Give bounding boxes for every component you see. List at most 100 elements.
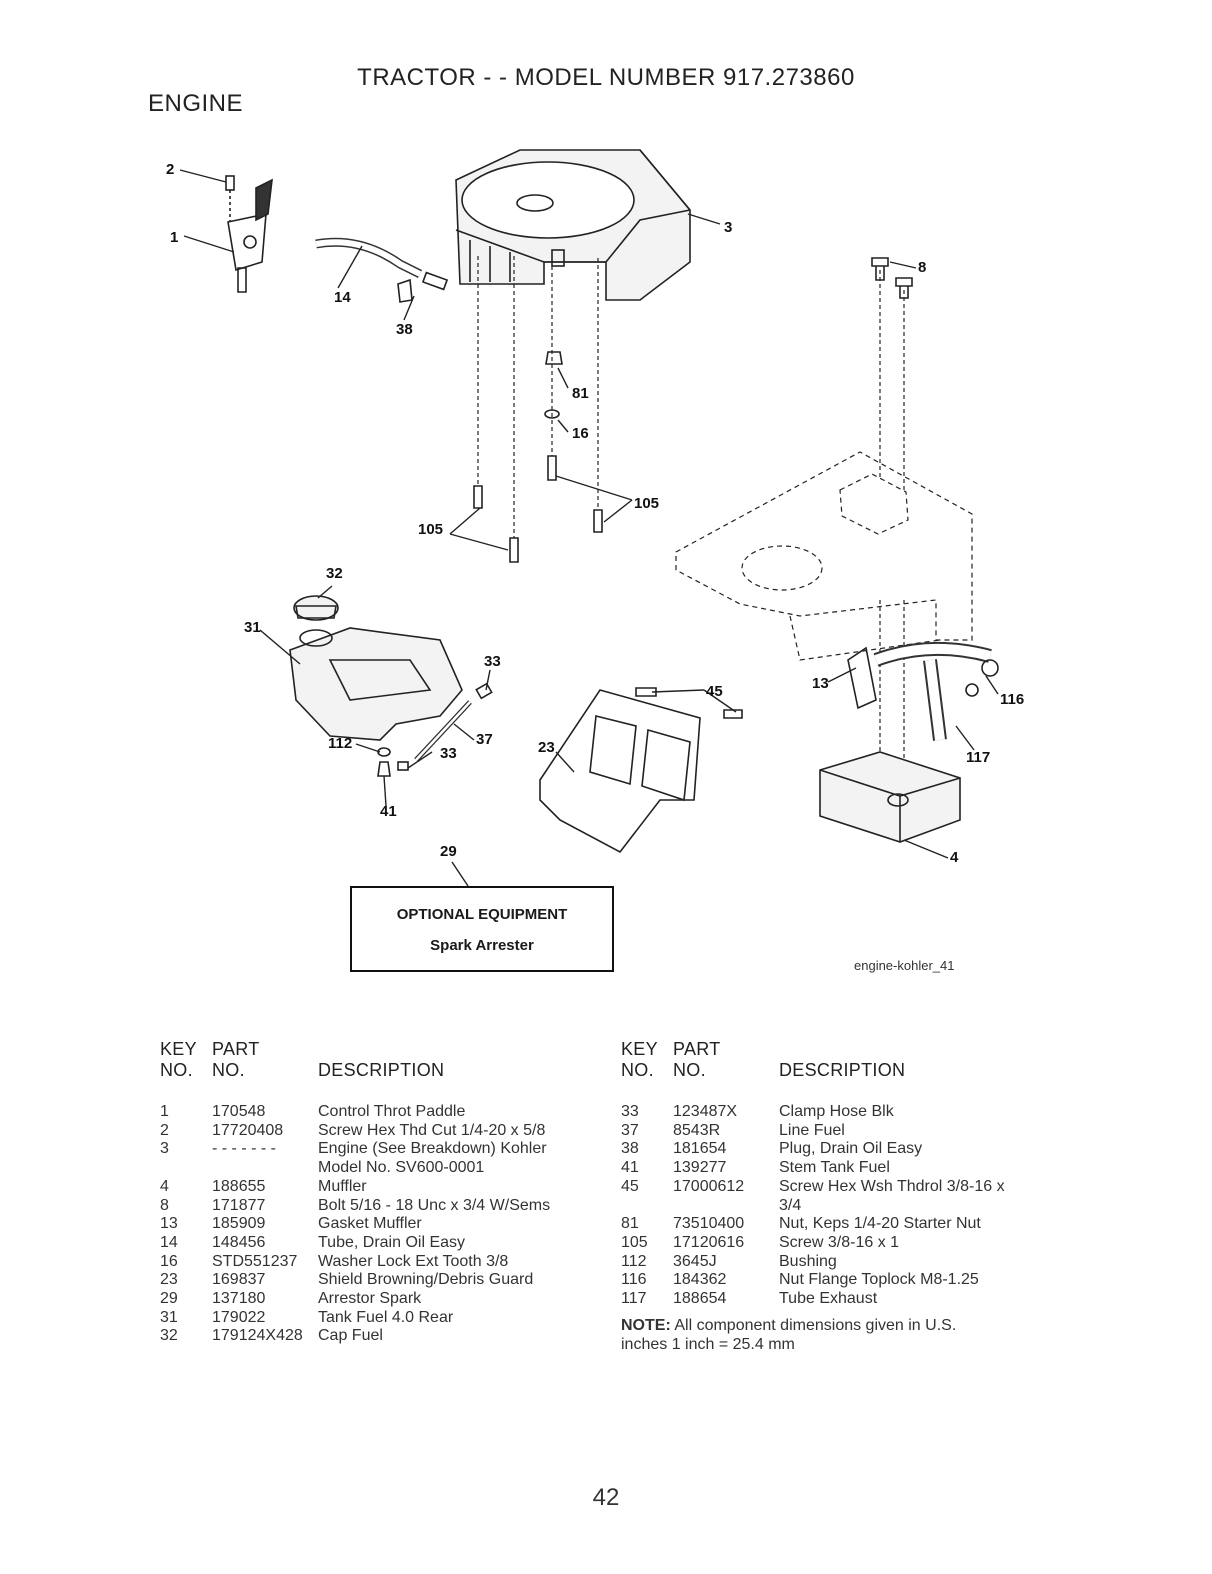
description-cell: Engine (See Breakdown) Kohler	[318, 1140, 547, 1158]
description-cell: Washer Lock Ext Tooth 3/8	[318, 1252, 509, 1270]
optional-equipment-heading: OPTIONAL EQUIPMENT	[396, 906, 568, 923]
callout-label: 116	[1000, 691, 1024, 708]
part-number-cell: 139277	[673, 1159, 727, 1177]
callout-label: 2	[166, 161, 174, 178]
header-part-bottom: NO.	[673, 1060, 706, 1080]
callout-label: 13	[812, 675, 829, 692]
dimension-note: NOTE: All component dimensions given in …	[621, 1316, 1041, 1354]
optional-equipment-box: OPTIONAL EQUIPMENT Spark Arrester	[350, 886, 614, 972]
optional-equipment-item: Spark Arrester	[430, 937, 534, 954]
description-cell: Clamp Hose Blk	[779, 1103, 894, 1120]
description-cell: Tube Exhaust	[779, 1290, 878, 1307]
part-number-cell: 170548	[212, 1103, 266, 1120]
part-number-cell: 17000612	[673, 1177, 745, 1195]
callout-label: 16	[572, 425, 589, 442]
callout-label: 23	[538, 739, 555, 756]
key-cell: 13	[160, 1215, 178, 1233]
part-number-cell: 181654	[673, 1140, 727, 1158]
header-key-top: KEY	[160, 1039, 197, 1059]
key-cell: 1	[160, 1103, 169, 1120]
key-cell: 112	[621, 1252, 647, 1270]
part-number-cell: STD551237	[212, 1252, 298, 1270]
callout-label: 8	[918, 259, 926, 276]
key-cell: 23	[160, 1271, 178, 1289]
callout-labels: 2 1 14 38 3 8 81 16 105 105 32 31 33 37 …	[166, 161, 1024, 866]
parts-table-right: KEY NO. PART NO. DESCRIPTION 33 123487X Cl…	[621, 1040, 1061, 1320]
description-cell: Gasket Muffler	[318, 1215, 422, 1233]
description-cell: Stem Tank Fuel	[779, 1159, 890, 1177]
key-cell: 117	[621, 1290, 647, 1307]
key-cell: 14	[160, 1233, 178, 1251]
description-cell: Plug, Drain Oil Easy	[779, 1140, 923, 1158]
header-part-top: PART	[212, 1039, 260, 1059]
description-cell: Nut, Keps 1/4-20 Starter Nut	[779, 1215, 981, 1233]
figure-id: engine-kohler_41	[854, 958, 955, 973]
control-paddle-drawing	[225, 175, 273, 293]
description-cell: Nut Flange Toplock M8-1.25	[779, 1271, 979, 1289]
callout-label: 37	[476, 731, 493, 748]
callout-label: 4	[950, 849, 959, 866]
key-cell: 105	[621, 1233, 648, 1251]
part-number-cell: 123487X	[673, 1103, 738, 1120]
callout-label: 29	[440, 843, 457, 860]
key-cell: 45	[621, 1177, 639, 1195]
description-cell: Screw 3/8-16 x 1	[779, 1233, 900, 1251]
part-number-cell: 17720408	[212, 1121, 284, 1139]
header-key-bottom: NO.	[621, 1060, 654, 1080]
callout-label: 1	[170, 229, 178, 246]
key-cell: 33	[621, 1103, 639, 1120]
callout-label: 45	[706, 683, 723, 700]
fuel-tank-drawing	[289, 595, 463, 741]
key-cell: 41	[621, 1159, 639, 1177]
description-cell: Model No. SV600-0001	[318, 1159, 485, 1177]
callout-label: 117	[966, 749, 990, 766]
callout-label: 41	[380, 803, 397, 820]
part-number-cell: 148456	[212, 1233, 266, 1251]
part-number-cell: 3645J	[673, 1252, 717, 1270]
key-cell: 29	[160, 1290, 178, 1307]
key-cell: 81	[621, 1215, 639, 1233]
page-number: 42	[592, 1484, 620, 1511]
part-number-cell: - - - - - - -	[212, 1140, 276, 1158]
part-number-cell: 169837	[212, 1271, 266, 1289]
header-part-top: PART	[673, 1039, 721, 1059]
description-cell: Shield Browning/Debris Guard	[318, 1271, 534, 1289]
description-cell: Arrestor Spark	[318, 1290, 422, 1307]
note-text: All component dimensions given in U.S.	[670, 1317, 957, 1334]
header-key-top: KEY	[621, 1039, 658, 1059]
note-label: NOTE:	[621, 1317, 671, 1334]
callout-label: 14	[334, 289, 351, 306]
description-cell: Control Throt Paddle	[318, 1103, 466, 1120]
debris-shield-drawing	[539, 687, 743, 854]
header-part-bottom: NO.	[212, 1060, 245, 1080]
part-number-cell: 179124X428	[212, 1327, 303, 1345]
engine-drawing	[455, 149, 691, 301]
description-cell: Bushing	[779, 1252, 837, 1270]
key-cell: 16	[160, 1252, 178, 1270]
callout-label: 81	[572, 385, 589, 402]
description-cell: Tube, Drain Oil Easy	[318, 1233, 466, 1251]
part-number-cell: 185909	[212, 1215, 266, 1233]
part-number-cell: 179022	[212, 1308, 266, 1326]
part-number-cell: 137180	[212, 1290, 266, 1307]
key-cell: 32	[160, 1327, 178, 1345]
header-description: DESCRIPTION	[779, 1060, 906, 1080]
part-number-cell: 73510400	[673, 1215, 745, 1233]
part-number-cell: 188655	[212, 1177, 266, 1195]
callout-label: 31	[244, 619, 261, 636]
key-cell: 4	[160, 1177, 169, 1195]
description-cell: Tank Fuel 4.0 Rear	[318, 1308, 454, 1326]
description-cell: Screw Hex Wsh Thdrol 3/8-16 x	[779, 1177, 1005, 1195]
callout-label: 105	[634, 495, 659, 512]
key-cell: 2	[160, 1121, 169, 1139]
muffler-drawing	[819, 751, 961, 843]
note-text-line2: inches 1 inch = 25.4 mm	[621, 1336, 795, 1353]
part-number-cell: 17120616	[673, 1233, 745, 1251]
description-cell: Line Fuel	[779, 1121, 845, 1139]
key-cell: 116	[621, 1271, 647, 1289]
description-cell: Screw Hex Thd Cut 1/4-20 x 5/8	[318, 1121, 546, 1139]
key-cell: 31	[160, 1308, 178, 1326]
header-description: DESCRIPTION	[318, 1060, 445, 1080]
callout-label: 33	[484, 653, 501, 670]
